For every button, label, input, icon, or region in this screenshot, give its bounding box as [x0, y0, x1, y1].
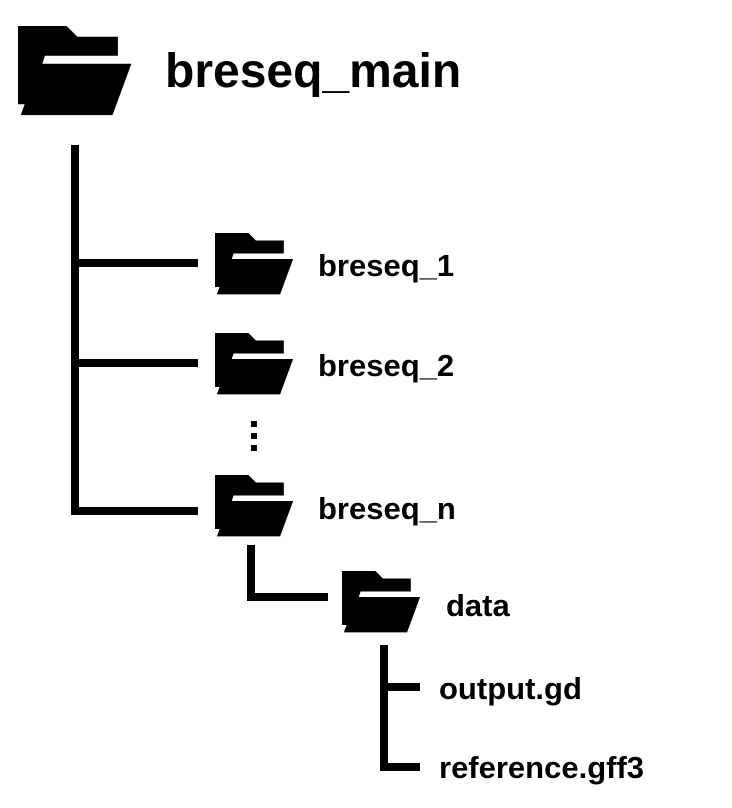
- folder-label-breseq-2: breseq_2: [318, 348, 455, 383]
- folder-open-icon: [215, 475, 294, 537]
- folder-open-icon: [18, 26, 132, 116]
- ellipsis-dot: [251, 445, 257, 451]
- folder-open-icon: [215, 333, 294, 395]
- subfolder-label-data: data: [446, 588, 510, 623]
- root-folder-label: breseq_main: [165, 45, 462, 98]
- ellipsis-dot: [251, 433, 257, 439]
- folder-open-icon: [342, 571, 421, 633]
- folder-label-breseq-1: breseq_1: [318, 248, 455, 283]
- folder-open-icon: [215, 233, 294, 295]
- tree-connectors: [71, 145, 420, 771]
- file-label-reference-gff3: reference.gff3: [439, 750, 645, 785]
- ellipsis-dot: [251, 421, 257, 427]
- folder-label-breseq-n: breseq_n: [318, 491, 456, 526]
- file-label-output-gd: output.gd: [439, 671, 582, 706]
